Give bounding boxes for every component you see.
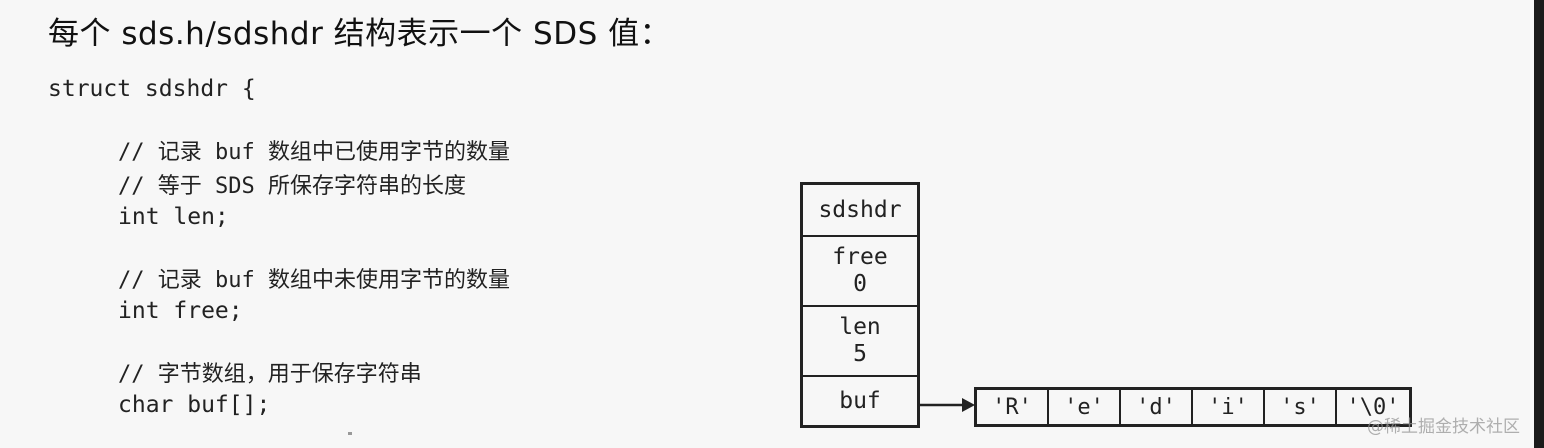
code-field-buf: char buf[]; [118,392,271,418]
free-field-cell: free 0 [803,237,917,307]
len-field-label: len [839,314,881,340]
free-field-label: free [832,244,888,270]
len-field-value: 5 [853,341,867,367]
code-field-free: int free; [118,298,243,324]
watermark-text: @稀土掘金技术社区 [1367,417,1520,437]
code-comment-len-2: // 等于 SDS 所保存字符串的长度 [118,174,466,199]
buf-char-array: 'R' 'e' 'd' 'i' 's' '\0' [974,387,1412,427]
code-comment-len-1: // 记录 buf 数组中已使用字节的数量 [118,140,510,165]
struct-name-label: sdshdr [818,196,902,223]
buf-cell: '\0' [1346,394,1400,420]
section-heading: 每个 sds.h/sdshdr 结构表示一个 SDS 值： [48,16,672,52]
buf-cell: 'e' [1049,390,1121,424]
code-field-len: int len; [118,204,229,230]
code-comment-free: // 记录 buf 数组中未使用字节的数量 [118,268,510,293]
code-comment-buf: // 字节数组，用于保存字符串 [118,362,422,387]
buf-field-label: buf [839,387,881,414]
free-field-value: 0 [853,271,867,297]
buf-field-cell: buf [803,377,917,425]
scan-speck [348,432,352,435]
buf-cell: 's' [1265,390,1337,424]
buf-pointer-arrow [920,398,975,412]
buf-cell: 'R' [977,390,1049,424]
buf-cell: 'd' [1121,390,1193,424]
len-field-cell: len 5 [803,307,917,377]
buf-cell: 'i' [1193,390,1265,424]
sdshdr-diagram-box: sdshdr free 0 len 5 buf [800,182,920,428]
struct-name-cell: sdshdr [803,185,917,237]
code-struct-open: struct sdshdr { [48,76,256,102]
